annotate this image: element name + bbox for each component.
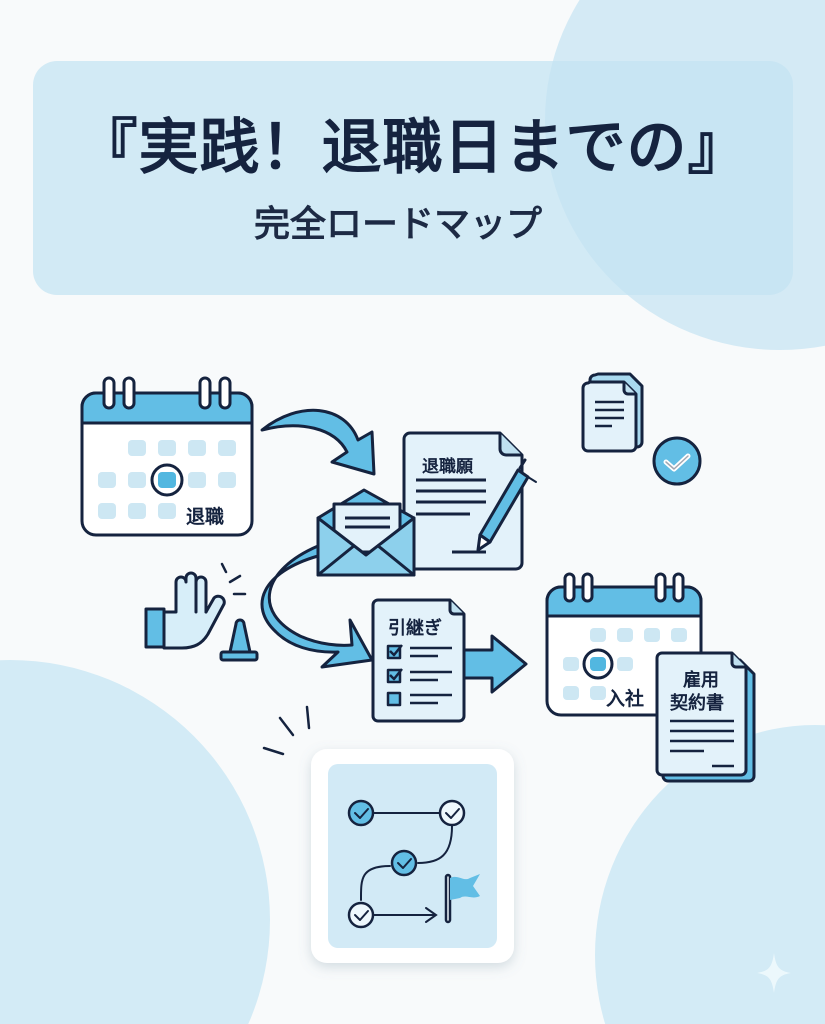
documents-icon	[581, 372, 644, 453]
roadmap-icon	[311, 749, 514, 963]
envelope-icon	[316, 488, 416, 577]
flag-icon	[444, 873, 480, 924]
resignation-letter-title: 退職願	[422, 457, 473, 477]
check-icon	[354, 808, 460, 921]
arrow-icon	[260, 408, 376, 476]
calendar-days	[563, 628, 687, 700]
selected-day-ring	[582, 648, 614, 680]
page-title: 『実践！退職日までの』	[77, 113, 749, 183]
page-subtitle: 完全ロードマップ	[253, 204, 542, 245]
handover-title: 引継ぎ	[388, 618, 442, 639]
arrow-icon	[260, 544, 374, 669]
contract-icon	[655, 651, 756, 783]
selected-day-ring	[150, 463, 184, 497]
calendar-days	[98, 440, 236, 519]
resign-day-label: 退職	[186, 506, 225, 528]
calendar-icon	[545, 572, 703, 717]
checklist-icon	[371, 598, 466, 723]
join-day-label: 入社	[606, 688, 645, 710]
hand-wave-icon	[144, 571, 226, 650]
title-card: 『実践！退職日までの』 完全ロードマップ	[33, 61, 793, 295]
contract-title-line1: 雇用	[683, 670, 719, 691]
arrow-icon	[462, 634, 528, 694]
sparkle-icon	[757, 953, 791, 993]
pen-icon	[476, 458, 537, 552]
check-circle-icon	[652, 436, 702, 486]
motion-lines	[220, 562, 247, 596]
traffic-cone-icon	[219, 618, 259, 662]
contract-title-line2: 契約書	[670, 693, 724, 714]
emphasis-lines	[262, 705, 311, 756]
